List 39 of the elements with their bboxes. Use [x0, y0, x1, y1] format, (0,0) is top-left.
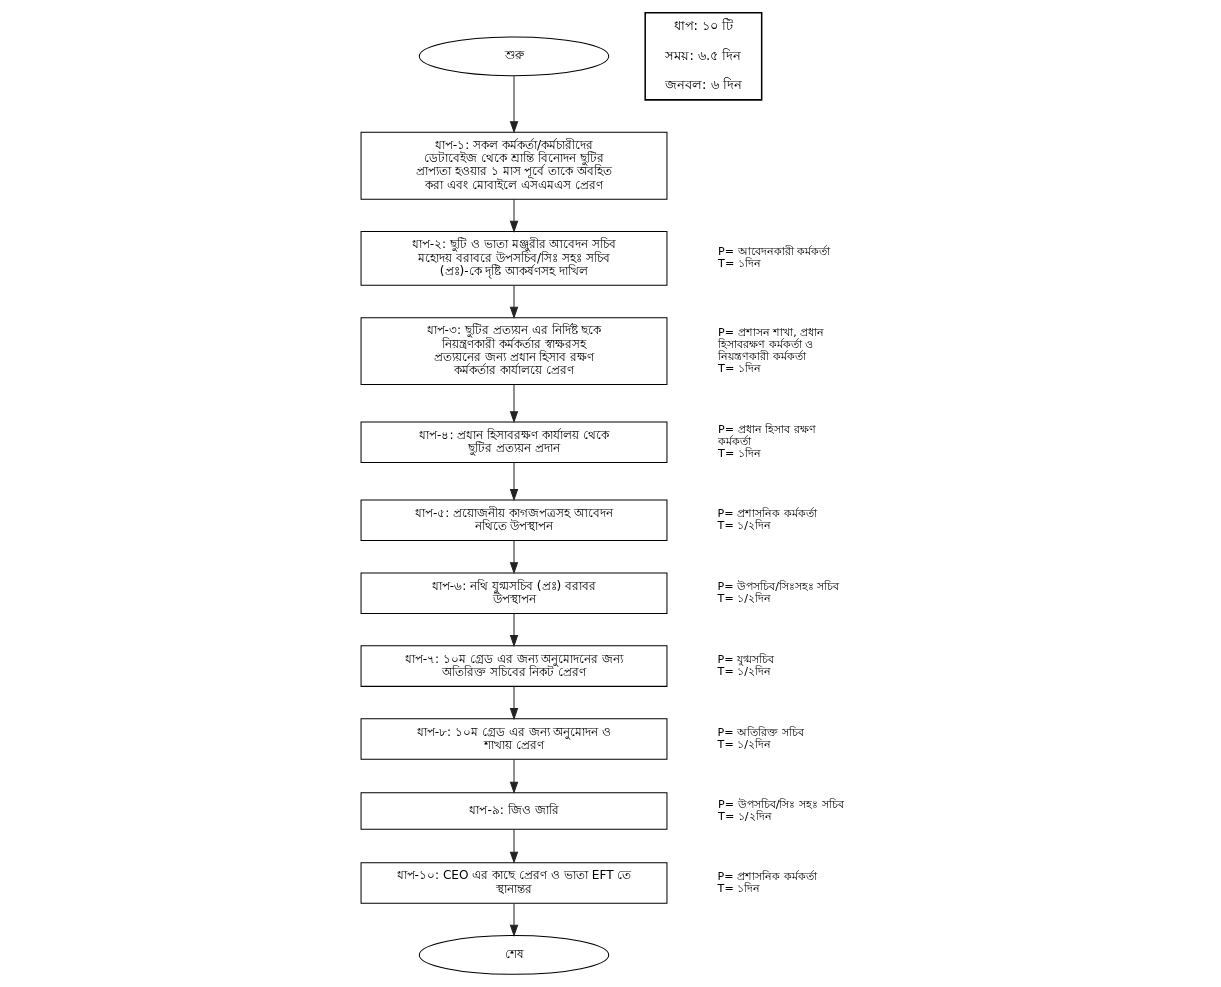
node-box: ধাপ: ১০ টি সময়: ৬.৫ দিন জনবল: ৬ দিন [643, 12, 762, 101]
node-label: P= উপসচিব/সিঃ সহঃ সচিব [717, 797, 844, 811]
node-ellipse: শেষ [418, 934, 609, 975]
node-box: ধাপ-৭: ১০ম গ্রেড এর জন্য অনুমোদনের জন্য অতিরিক্ত সচিবের নিকট প্রেরণ [360, 645, 667, 687]
node-box: ধাপ-৩: ছুটির প্রত্যয়ন এর নির্দিষ্ট ছকে নিয়ন্ত্রণকারী কর্মকর্তার স্বাক্ষরসহ প্রত্যয়নের জন্য প্রধান হিসাব রক্ষণ কর্মকর্তার কার্যালয়ে প্রেরণ [360, 317, 667, 386]
node-box: ধাপ-১০: CEO এর কাছে প্রেরণ ও ভাতা EFT তে স্থানান্তর [360, 862, 667, 904]
node-label: T= ১/২দিন [717, 809, 772, 823]
node-label: T= ১/২দিন [717, 519, 771, 533]
node-label: P= উপসচিব/সিঃসহঃ সচিব [717, 579, 839, 593]
node-box: ধাপ-৮: ১০ম গ্রেড এর জন্য অনুমোদন ও শাখায় প্রেরণ [360, 718, 667, 760]
node-box: ধাপ-৪: প্রধান হিসাবরক্ষণ কার্যালয় থেকে ছুটির প্রত্যয়ন প্রদান [360, 421, 667, 463]
arrow [509, 759, 518, 795]
node-box: ধাপ-৬: নথি যুগ্মসচিব (প্রঃ) বরাবর উপস্থাপন [360, 572, 667, 614]
node-label: T= ১দিন [717, 362, 761, 376]
arrow [509, 285, 518, 319]
arrow [509, 540, 518, 575]
node-box: ধাপ-১: সকল কর্মকর্তা/কর্মচারীদের ডেটাবেইজ থেকে শ্রান্তি বিনোদন ছুটির প্রাপ্যতা হওয়ার ১ মাস পূর্বে তাকে অবহিত করা এবং মোবাইলে এসএমএস প্রেরণ [360, 131, 667, 200]
node-label: T= ১/২দিন [717, 737, 771, 751]
node-label: P= প্রশাসন শাখা, প্রধান হিসাবরক্ষণ কর্মকর্তা ও নিয়ন্ত্রণকারী কর্মকর্তা [717, 325, 824, 363]
arrow [509, 384, 518, 424]
arrow [509, 462, 518, 502]
node-box: ধাপ-৯: জিও জারি [360, 792, 667, 830]
node-label: P= যুগ্মসচিব [717, 652, 774, 666]
node-label: T= ১/২দিন [717, 665, 771, 679]
node-box: ধাপ-২: ছুটি ও ভাতা মঞ্জুরীর আবেদন সচিব মহোদয় বরাবরে উপসচিব/সিঃ সহঃ সচিব (প্রঃ)-কে দৃষ্টি আকর্ষণসহ দাখিল [360, 231, 667, 286]
node-label: P= প্রশাসনিক কর্মকর্তা [717, 869, 817, 883]
node-ellipse: শুরু [418, 36, 609, 77]
arrow [509, 902, 518, 937]
node-box: ধাপ-৫: প্রয়োজনীয় কাগজপত্রসহ আবেদন নথিতে উপস্থাপন [360, 499, 667, 541]
arrow [509, 613, 518, 648]
arrow [509, 828, 518, 864]
node-label: T= ১দিন [717, 257, 761, 271]
node-label: T= ১দিন [717, 447, 761, 461]
arrow [509, 686, 518, 721]
arrow [509, 198, 518, 233]
node-label: P= অতিরিক্ত সচিব [717, 725, 804, 739]
node-label: T= ১/২দিন [717, 592, 771, 606]
node-label: T= ১দিন [717, 881, 760, 895]
arrow [509, 75, 518, 134]
